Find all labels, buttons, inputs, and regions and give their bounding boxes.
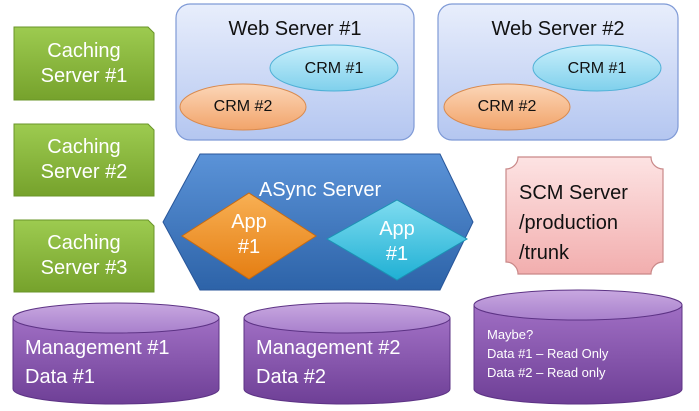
app-2-label: App #1 [357, 217, 437, 267]
caching-server-2-shape [13, 123, 155, 197]
caching-server-1-shape [13, 26, 155, 101]
web-server-2-crm-top-shape [532, 44, 662, 92]
caching-server-1-label: Caching Server #1 [14, 39, 154, 89]
caching-server-2-line1: Caching [47, 136, 121, 158]
web-server-2-title: Web Server #2 [491, 18, 625, 40]
database-1-line1: Management #1 [25, 337, 170, 359]
database-1-label: Management #1 Data #1 [25, 334, 215, 392]
database-2-line2: Data #2 [256, 366, 327, 388]
web-server-2-crm-bottom-shape [443, 83, 571, 131]
web-server-1-title: Web Server #1 [228, 18, 362, 40]
web-server-1-crm-top-label: CRM #1 [304, 60, 364, 77]
scm-server-line2: /production [519, 212, 618, 234]
caching-server-3-line2: Server #3 [40, 257, 128, 279]
caching-server-3-line1: Caching [47, 232, 121, 254]
web-server-1-crm-bottom-shape [179, 83, 307, 131]
web-server-1-crm-top-shape [269, 44, 399, 92]
scm-server-line1: SCM Server [519, 182, 628, 204]
database-3-line1: Maybe? [487, 327, 534, 342]
scm-server-line3: /trunk [519, 242, 570, 264]
database-3-line2: Data #1 – Read Only [487, 346, 609, 361]
web-server-1-crm-bottom-label: CRM #2 [213, 98, 273, 115]
app-2-line2: #1 [385, 243, 409, 265]
caching-server-3-shape [13, 219, 155, 293]
database-1-line2: Data #1 [25, 366, 96, 388]
app-2-line1: App [379, 218, 415, 240]
database-3-shape [473, 289, 683, 405]
scm-server-label: SCM Server /production /trunk [519, 178, 659, 268]
database-2-line1: Management #2 [256, 337, 401, 359]
database-2-label: Management #2 Data #2 [256, 334, 446, 392]
database-3-line3: Data #2 – Read only [487, 365, 606, 380]
caching-server-1-line2: Server #1 [40, 65, 128, 87]
caching-server-2-line2: Server #2 [40, 161, 128, 183]
database-3-label: Maybe? Data #1 – Read Only Data #2 – Rea… [487, 325, 677, 382]
caching-server-1-line1: Caching [47, 40, 121, 62]
web-server-2-crm-bottom-label: CRM #2 [477, 98, 537, 115]
app-2-shape [325, 199, 469, 281]
database-1-shape [12, 302, 220, 405]
async-server-title: ASync Server [258, 179, 382, 201]
app-1-shape [181, 192, 317, 280]
caching-server-3-label: Caching Server #3 [14, 231, 154, 281]
web-server-2-crm-top-label: CRM #1 [567, 60, 627, 77]
app-1-label: App #1 [209, 210, 289, 260]
app-1-line2: #1 [237, 236, 261, 258]
scm-server-shape [505, 156, 664, 275]
caching-server-2-label: Caching Server #2 [14, 135, 154, 185]
app-1-line1: App [231, 211, 267, 233]
database-2-shape [243, 302, 451, 405]
